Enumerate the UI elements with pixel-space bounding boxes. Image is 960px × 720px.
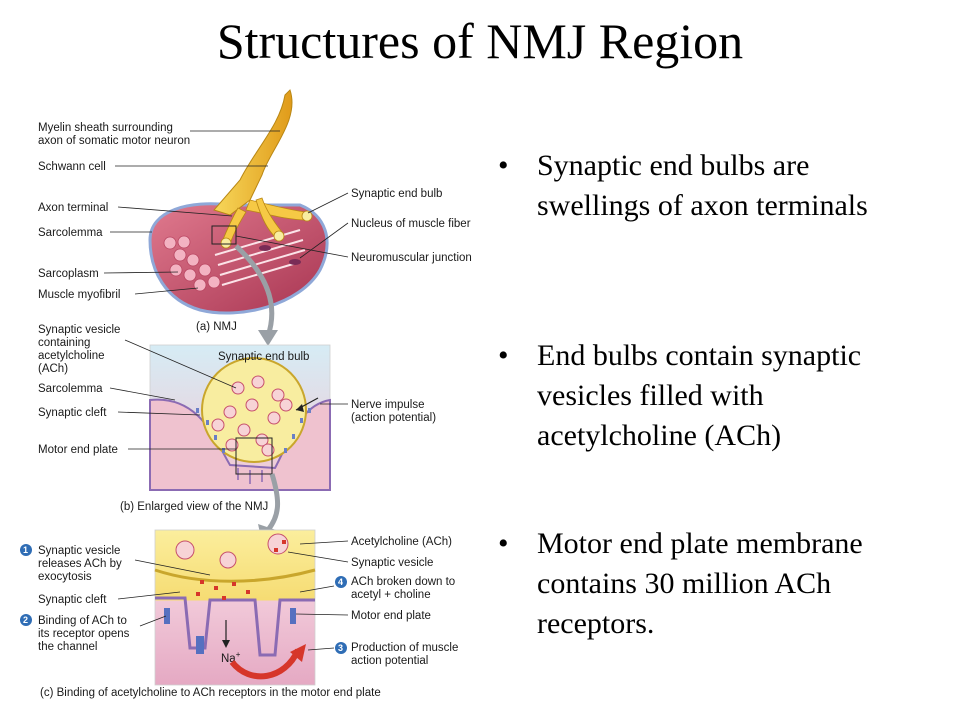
bullet-1-line-1: Synaptic end bulbs are xyxy=(537,149,810,182)
label-synaptic-end-bulb-b: Synaptic end bulb xyxy=(218,351,309,363)
synaptic-vesicles-b xyxy=(211,375,293,457)
synaptic-vesicles-c xyxy=(175,533,289,569)
label-nerve-impulse-1: Nerve impulse xyxy=(351,399,425,411)
bullet-dot: • xyxy=(498,527,509,560)
caption-panel-c: (c) Binding of acetylcholine to ACh rece… xyxy=(40,687,381,699)
label-step2-2: its receptor opens xyxy=(38,628,130,640)
bullet-vesicles: • End bulbs contain synaptic vesicles fi… xyxy=(498,336,947,456)
cleft-zoom-box xyxy=(235,437,273,475)
label-nerve-impulse-2: (action potential) xyxy=(351,412,436,424)
label-vesicle-2: containing xyxy=(38,337,90,349)
label-myelin-2: axon of somatic motor neuron xyxy=(38,135,190,147)
step-badge-1: 1 xyxy=(23,545,28,555)
label-step2-3: the channel xyxy=(38,641,97,653)
label-myofibril: Muscle myofibril xyxy=(38,289,120,301)
caption-panel-a: (a) NMJ xyxy=(196,321,237,333)
label-axon-terminal: Axon terminal xyxy=(38,202,108,214)
label-sarcoplasm: Sarcoplasm xyxy=(38,268,99,280)
ach-receptors-b xyxy=(196,408,311,453)
bullet-end-bulbs: • Synaptic end bulbs are swellings of ax… xyxy=(498,146,947,226)
label-vesicle-4: (ACh) xyxy=(38,363,68,375)
bullet-2-line-3: acetylcholine (ACh) xyxy=(537,419,782,452)
bullet-2-line-2: vesicles filled with xyxy=(537,379,764,412)
bullet-3-line-3: receptors. xyxy=(537,607,655,640)
panel-a-labels: Myelin sheath surrounding axon of somati… xyxy=(38,122,472,333)
zoom-arrow-b-to-c xyxy=(265,473,280,532)
label-step1-2: releases ACh by xyxy=(38,558,122,570)
ach-molecules xyxy=(196,540,286,600)
bullet-2-line-1: End bulbs contain synaptic xyxy=(537,339,862,372)
label-motor-end-plate-c: Motor end plate xyxy=(351,610,431,622)
panel-a-nmj-illustration xyxy=(148,89,329,346)
muscle-nuclei xyxy=(259,245,301,265)
myelinated-axon xyxy=(213,89,293,216)
label-sarcolemma-b: Sarcolemma xyxy=(38,383,103,395)
panel-b-enlarged-nmj xyxy=(149,344,331,542)
step-badge-2: 2 xyxy=(23,615,28,625)
label-sarcolemma-a: Sarcolemma xyxy=(38,227,103,239)
panel-c-labels: 1 Synaptic vesicle releases ACh by exocy… xyxy=(20,536,458,699)
label-neuromuscular-junction: Neuromuscular junction xyxy=(351,252,472,264)
myofibril-bundle xyxy=(163,235,221,292)
bullet-1-line-2: swellings of axon terminals xyxy=(537,189,868,222)
label-myelin-1: Myelin sheath surrounding xyxy=(38,122,173,134)
bullet-receptors: • Motor end plate membrane contains 30 m… xyxy=(498,524,947,644)
postsynaptic-membrane-c xyxy=(155,596,315,657)
label-schwann-cell: Schwann cell xyxy=(38,161,106,173)
label-synaptic-end-bulb-a: Synaptic end bulb xyxy=(351,188,442,200)
step-badge-4: 4 xyxy=(338,577,343,587)
label-step3-2: action potential xyxy=(351,655,428,667)
label-motor-end-plate-b: Motor end plate xyxy=(38,444,118,456)
ach-receptors-c xyxy=(164,608,296,654)
zoom-arrow-a-to-b xyxy=(234,244,275,337)
label-synaptic-vesicle-c: Synaptic vesicle xyxy=(351,557,433,569)
label-step3-1: Production of muscle xyxy=(351,642,458,654)
panel-b-labels: Synaptic end bulb Synaptic vesicle conta… xyxy=(38,324,436,513)
bullet-dot: • xyxy=(498,339,509,372)
motor-end-plate-membrane xyxy=(149,398,331,491)
label-acetylcholine: Acetylcholine (ACh) xyxy=(351,536,452,548)
synaptic-end-bulb-dots xyxy=(220,210,313,249)
label-step4-1: ACh broken down to xyxy=(351,576,455,588)
slide-title: Structures of NMJ Region xyxy=(216,13,744,69)
bullet-3-line-1: Motor end plate membrane xyxy=(537,527,863,560)
nmj-zoom-box xyxy=(211,225,237,245)
label-step2-1: Binding of ACh to xyxy=(38,615,127,627)
label-synaptic-cleft-b: Synaptic cleft xyxy=(38,407,107,419)
caption-panel-b: (b) Enlarged view of the NMJ xyxy=(120,501,268,513)
label-step1-1: Synaptic vesicle xyxy=(38,545,120,557)
action-potential-arrow xyxy=(229,648,301,680)
label-step1-3: exocytosis xyxy=(38,571,92,583)
label-vesicle-1: Synaptic vesicle xyxy=(38,324,120,336)
panel-c-ach-binding: Na+ xyxy=(154,529,316,686)
label-step4-2: acetyl + choline xyxy=(351,589,431,601)
bullet-3-line-2: contains 30 million ACh xyxy=(537,567,832,600)
label-vesicle-3: acetylcholine xyxy=(38,350,104,362)
label-synaptic-cleft-c: Synaptic cleft xyxy=(38,594,107,606)
bullet-dot: • xyxy=(498,149,509,182)
label-nucleus-muscle-fiber: Nucleus of muscle fiber xyxy=(351,218,471,230)
step-badge-3: 3 xyxy=(338,643,343,653)
